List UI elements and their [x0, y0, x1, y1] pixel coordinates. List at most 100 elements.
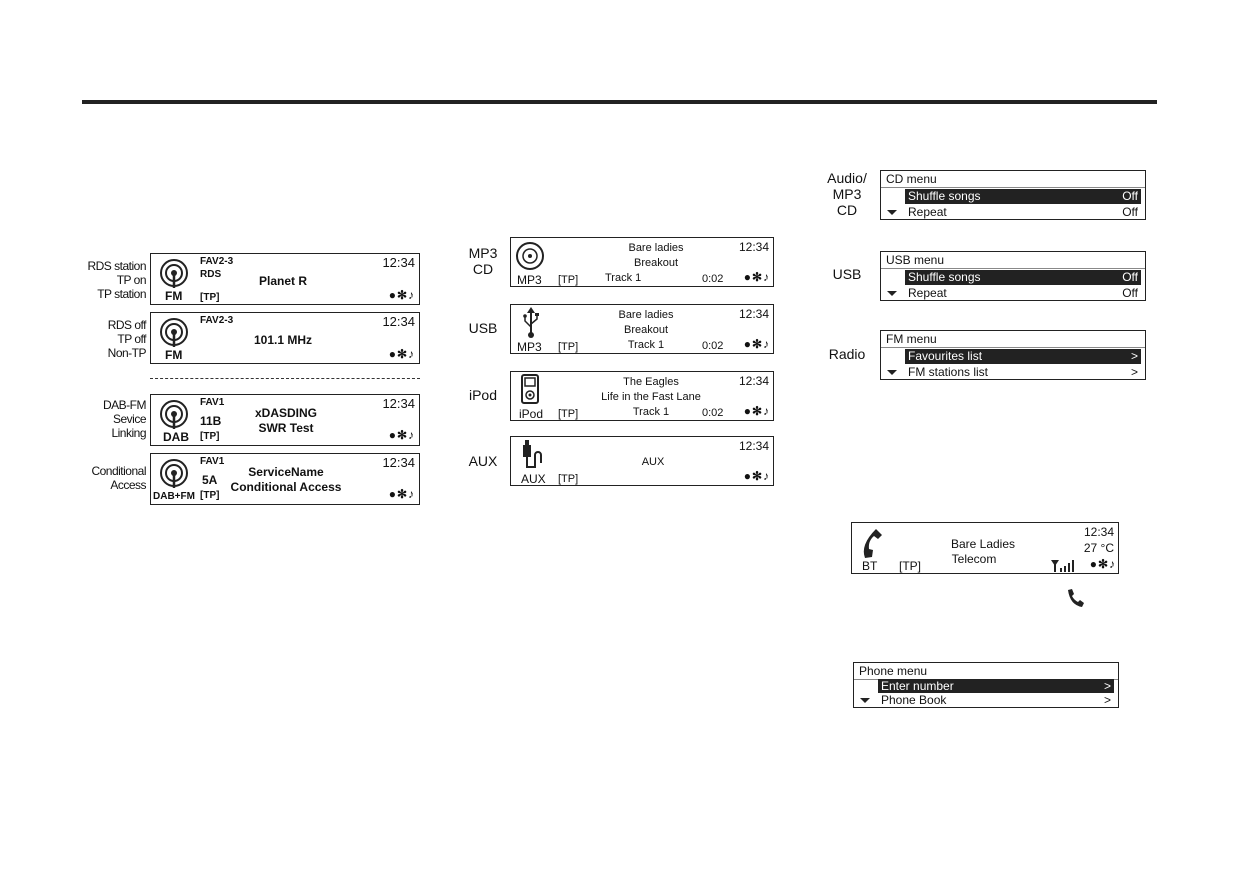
- channel-label: 5A: [202, 473, 218, 487]
- scroll-down-icon[interactable]: [887, 370, 897, 375]
- bluetooth-icon: ✻: [1097, 557, 1109, 571]
- artist: Bare ladies: [618, 309, 674, 321]
- phone-handset-icon: [863, 529, 882, 558]
- disc-icon: ●: [388, 487, 397, 501]
- music-note-icon: ♪: [408, 428, 415, 442]
- service-line2: Conditional Access: [230, 480, 342, 494]
- album: Breakout: [623, 324, 669, 336]
- clock: 12:34: [1083, 525, 1114, 539]
- phone-menu: Phone menu Enter number> Phone Book>: [853, 662, 1119, 708]
- tp-label: [TP]: [558, 473, 579, 485]
- status-icons: ●✻♪: [744, 270, 770, 284]
- disc-icon: ●: [388, 288, 397, 302]
- disc-icon: ●: [743, 270, 752, 284]
- music-note-icon: ♪: [763, 270, 770, 284]
- display-usb: MP3 [TP] Bare ladies Breakout Track 1 0:…: [510, 304, 774, 354]
- track: Track 1: [605, 272, 642, 284]
- scroll-down-icon[interactable]: [887, 210, 897, 215]
- status-icons: ●✻♪: [744, 337, 770, 351]
- menu-item-favourites[interactable]: Favourites list>: [905, 349, 1141, 364]
- tp-label: [TP]: [200, 490, 220, 501]
- scroll-down-icon[interactable]: [860, 698, 870, 703]
- clock: 12:34: [738, 240, 769, 254]
- disc-icon: ●: [388, 428, 397, 442]
- status-icons: ●✻♪: [389, 487, 415, 501]
- rds-label: RDS: [200, 269, 222, 280]
- source-label: iPod: [519, 407, 544, 421]
- frequency: 101.1 MHz: [253, 333, 313, 347]
- display-mp3-cd: MP3 [TP] Bare ladies Breakout Track 1 0:…: [510, 237, 774, 287]
- menu-title: USB menu: [886, 253, 945, 267]
- bluetooth-icon: ✻: [396, 347, 408, 361]
- music-note-icon: ♪: [408, 347, 415, 361]
- aux-plug-icon: [523, 440, 542, 468]
- clock: 12:34: [738, 439, 769, 453]
- tp-label: [TP]: [558, 341, 579, 353]
- bluetooth-icon: ✻: [751, 337, 763, 351]
- signal-strength-icon: [1051, 560, 1074, 572]
- status-icons: ●✻♪: [744, 469, 770, 483]
- source-label: MP3: [517, 273, 542, 287]
- divider: [150, 378, 420, 379]
- display-conditional-access: DAB+FM FAV1 5A [TP] ServiceName Conditio…: [150, 453, 420, 505]
- service-line1: xDASDING: [254, 406, 318, 420]
- source-label: FM: [165, 289, 183, 303]
- menu-item-phone-book[interactable]: Phone Book>: [881, 693, 1111, 707]
- source-label: FM: [165, 348, 183, 362]
- music-note-icon: ♪: [763, 337, 770, 351]
- scroll-down-icon[interactable]: [887, 291, 897, 296]
- elapsed-time: 0:02: [702, 273, 724, 285]
- channel-label: 11B: [200, 414, 222, 428]
- phone-icon: [1068, 589, 1084, 607]
- clock: 12:34: [382, 255, 415, 270]
- tp-label: [TP]: [558, 274, 579, 286]
- label-aux: AUX: [468, 453, 498, 469]
- track: Track 1: [627, 339, 665, 351]
- service-line1: ServiceName: [248, 465, 324, 479]
- display-ipod: iPod [TP] The Eagles Life in the Fast La…: [510, 371, 774, 421]
- menu-title: CD menu: [886, 172, 937, 186]
- disc-icon: ●: [1089, 557, 1098, 571]
- bluetooth-icon: ✻: [751, 270, 763, 284]
- disc-icon: ●: [743, 469, 752, 483]
- elapsed-time: 0:02: [702, 407, 724, 419]
- menu-item-fm-stations[interactable]: FM stations list>: [908, 365, 1138, 379]
- source-label: BT: [862, 559, 878, 573]
- source-label: DAB+FM: [153, 491, 195, 502]
- clock: 12:34: [382, 396, 415, 411]
- header-rule: [82, 100, 1157, 104]
- bluetooth-icon: ✻: [396, 487, 408, 501]
- label-ipod: iPod: [468, 387, 498, 403]
- display-rds-off: FM FAV2-3 101.1 MHz 12:34 ●✻♪: [150, 312, 420, 364]
- tp-label: [TP]: [200, 292, 220, 303]
- album: Breakout: [633, 257, 679, 269]
- status-icons: ●✻♪: [389, 288, 415, 302]
- status-icons: ●✻♪: [389, 428, 415, 442]
- artist: Bare ladies: [628, 242, 684, 254]
- clock: 12:34: [382, 455, 415, 470]
- menu-item-enter-number[interactable]: Enter number>: [878, 679, 1114, 693]
- tp-label: [TP]: [899, 559, 922, 573]
- music-note-icon: ♪: [408, 288, 415, 302]
- fav-label: FAV1: [200, 397, 225, 408]
- tp-label: [TP]: [200, 431, 220, 442]
- elapsed-time: 0:02: [702, 340, 724, 352]
- clock: 12:34: [738, 307, 769, 321]
- clock: 12:34: [382, 314, 415, 329]
- temperature: 27 °C: [1083, 541, 1114, 555]
- label-radio-menu: Radio: [828, 346, 866, 362]
- tp-label: [TP]: [558, 408, 579, 420]
- clock: 12:34: [738, 374, 769, 388]
- menu-title: FM menu: [886, 332, 937, 346]
- source-label: MP3: [517, 340, 542, 354]
